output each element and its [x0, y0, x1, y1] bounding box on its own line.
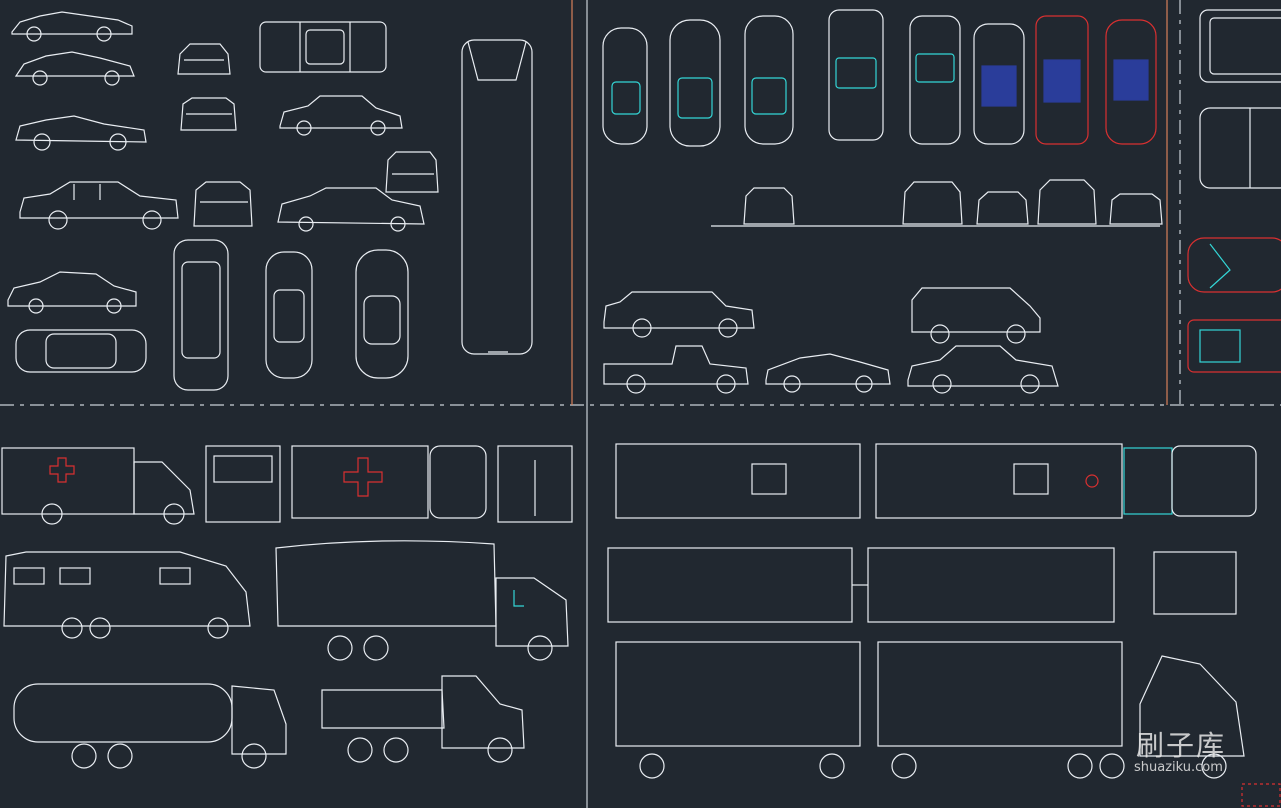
sedan-side-long[interactable] — [19, 181, 179, 230]
minivan-top-partial[interactable] — [1187, 237, 1281, 293]
sedan-side-small[interactable] — [7, 271, 137, 314]
car-rear-view-1[interactable] — [180, 97, 237, 131]
car-top-view-wide[interactable] — [15, 329, 147, 373]
van-top-partial-1[interactable] — [1199, 9, 1281, 83]
sports-car-top-3[interactable] — [744, 15, 794, 145]
convertible-top-2[interactable] — [1035, 15, 1089, 145]
sports-car-top-2[interactable] — [669, 19, 721, 147]
sports-car-top-5[interactable] — [909, 15, 961, 145]
viewport-corner-marker — [1241, 783, 1281, 807]
station-wagon-side[interactable] — [603, 291, 755, 338]
watermark-domain: shuaziku.com — [1134, 760, 1223, 775]
van-side[interactable] — [911, 287, 1041, 344]
ambulance-side[interactable] — [1, 447, 195, 525]
sports-car-side-1[interactable] — [11, 11, 133, 42]
wagon-top-view[interactable] — [173, 239, 229, 391]
coupe-side[interactable] — [15, 115, 147, 151]
coupe-top-view[interactable] — [355, 249, 409, 379]
convertible-top-1[interactable] — [973, 23, 1025, 145]
watermark-title: 刷子库 — [1136, 729, 1227, 762]
van-top-partial-2[interactable] — [1199, 107, 1281, 189]
sports-car-top-4[interactable] — [828, 9, 884, 141]
rv-motorhome-side[interactable] — [3, 551, 251, 639]
car-rear-view-2[interactable] — [385, 151, 439, 193]
hatchback-top-view[interactable] — [265, 251, 313, 379]
semi-trailer-top-view[interactable] — [615, 443, 1257, 519]
sports-coupe-side[interactable] — [765, 353, 891, 393]
dump-truck[interactable] — [321, 675, 525, 763]
car-front-views-row[interactable] — [743, 179, 1163, 225]
limousine-side[interactable] — [277, 187, 425, 232]
car-front-view-2[interactable] — [193, 181, 253, 227]
convertible-top-3[interactable] — [1105, 19, 1157, 145]
car-top-partial-red[interactable] — [1187, 319, 1281, 373]
tanker-truck[interactable] — [13, 683, 287, 769]
ambulance-front[interactable] — [205, 445, 281, 523]
sedan-side-medium[interactable] — [279, 95, 403, 136]
police-car-side[interactable] — [907, 345, 1059, 394]
military-cargo-truck[interactable] — [275, 540, 569, 661]
sports-car-top-view[interactable] — [259, 21, 387, 73]
bus-top-view[interactable] — [461, 39, 533, 355]
sports-car-top-1[interactable] — [602, 27, 648, 145]
ambulance-top[interactable] — [291, 445, 487, 519]
semi-truck-side-view[interactable] — [615, 641, 1245, 779]
pickup-truck-side[interactable] — [603, 345, 749, 394]
box-trailer-top-view[interactable] — [607, 547, 1237, 623]
car-front-view-1[interactable] — [177, 43, 231, 75]
ambulance-rear[interactable] — [497, 445, 573, 523]
sports-car-side-2[interactable] — [14, 51, 135, 86]
